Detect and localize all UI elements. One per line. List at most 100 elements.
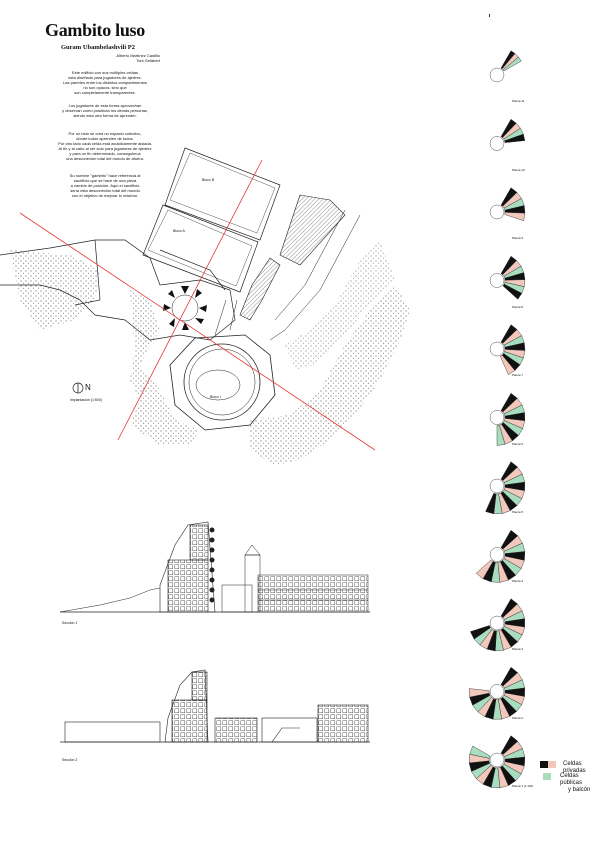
floor-plan-5: [489, 324, 526, 375]
cell: [496, 424, 506, 446]
text-line: Las paredes entre los distintos comparti…: [63, 80, 147, 85]
cell: [504, 212, 526, 221]
core-circle: [489, 273, 505, 288]
authors: Alberto Martínez Castillo Toni Gelabert: [70, 53, 160, 63]
core-circle: [489, 67, 505, 83]
text-line: una desconexión total del mundo de afuer…: [66, 156, 144, 161]
north-arrow: [72, 382, 84, 394]
north-label: N: [85, 383, 91, 392]
rock-terrain: [10, 240, 410, 465]
text-line: sería esta desconexión total del mundo: [70, 188, 140, 193]
description-paragraph-4: Su nombre "gambito" hace referencia al s…: [40, 173, 170, 198]
cell: [475, 559, 494, 580]
page-title: Gambito luso: [45, 20, 145, 40]
floor-plan-label: Planta 9: [512, 236, 524, 240]
legend-public-line-2: y balcón: [568, 787, 591, 793]
core-circle: [489, 136, 505, 151]
floor-plan-7: [485, 461, 525, 515]
core-circle: [489, 684, 505, 699]
hatched-pier-1: [279, 194, 346, 266]
corner-mark: [489, 14, 490, 17]
hatched-pier-2: [239, 257, 281, 321]
description-paragraph-3: Por un lado se crea un espacio colectivo…: [40, 131, 170, 161]
floor-plan-label: Planta 10: [512, 167, 525, 172]
text-line: está diseñado para jugadores de ajedrez.: [68, 75, 142, 80]
cell: [485, 493, 497, 515]
jetty-lines: [214, 209, 361, 341]
floor-plan-10: [468, 666, 526, 720]
floor-plan-1: [489, 50, 522, 83]
text-line: Los jugadores de esta forma aprovechan: [68, 103, 142, 108]
legend-swatch-pink: [548, 761, 556, 768]
text-line: Por un lado se crea un espacio colectivo…: [68, 131, 142, 136]
core-circle: [489, 478, 505, 494]
floor-plan-11: [468, 735, 526, 789]
description-paragraph-2: Los jugadores de esta forma aprovechan y…: [40, 103, 170, 118]
text-line: con el objetivo de mejorar lo máximo.: [71, 193, 139, 198]
author-1: Alberto Martínez Castillo: [116, 53, 160, 58]
floor-plan-label: Planta 1 (1:100): [512, 784, 534, 788]
text-line: y para un fin determinado, conseguimos: [69, 151, 141, 156]
floor-plan-label: Planta 11: [512, 99, 525, 103]
legend-public-label: Celdas públicas y balcón: [560, 773, 600, 794]
cell: [502, 283, 523, 300]
floor-plan-label: Planta 5: [512, 510, 524, 514]
legend-swatch-green: [543, 773, 551, 780]
core-circle: [489, 410, 505, 425]
floor-plan-2: [489, 118, 526, 151]
core-circle: [489, 752, 505, 768]
block-b: [164, 147, 281, 241]
text-line: Al fin y al cabo al ser solo para jugado…: [58, 146, 152, 151]
text-line: son completamente transparentes.: [74, 90, 136, 95]
red-axes: [19, 159, 376, 451]
cell: [468, 688, 490, 698]
tower-plan-spiral: [163, 286, 207, 330]
cell: [502, 56, 522, 72]
floor-plan-3: [489, 187, 526, 221]
text-line: Este edificio con sus múltiples celdas: [71, 70, 139, 75]
core-circle: [489, 615, 505, 631]
floor-plan-label: Planta 8: [512, 304, 524, 309]
cell: [470, 625, 491, 640]
round-building: [169, 334, 276, 431]
block-b-label: Bloco B: [202, 178, 215, 182]
floor-plan-label: Planta 7: [512, 373, 524, 377]
floor-plan-label: Planta 6: [512, 441, 524, 446]
floor-plan-label: Planta 3: [512, 647, 524, 651]
core-circle: [489, 547, 505, 562]
text-line: sacrificio que se hace de una pieza: [73, 178, 137, 183]
section-2: [60, 669, 370, 743]
core-circle: [489, 341, 505, 357]
description-paragraph-1: Este edificio con sus múltiples celdas e…: [40, 70, 170, 95]
text-line: Su nombre "gambito" hace referencia al: [69, 173, 141, 178]
author-2: Toni Gelabert: [136, 58, 160, 63]
scale-label: Implantación (1:500): [70, 398, 102, 402]
legend-public-line-1: Celdas públicas: [560, 773, 583, 786]
section-2-label: Sección 2: [62, 758, 78, 762]
text-line: a cambio de posición. Aquí el sacrificio: [70, 183, 140, 188]
legend-swatch-black: [540, 761, 548, 768]
page-subtitle: Guram Ubambelashvili P2: [60, 44, 136, 51]
floor-plan-4: [489, 255, 526, 300]
site-outline: [0, 239, 236, 341]
cell: [500, 354, 516, 375]
block-i-label: Bloco I: [210, 395, 221, 399]
text-line: y observan como practican los demás pers…: [62, 108, 148, 113]
floor-plan-6: [489, 392, 526, 446]
core-circle: [489, 204, 505, 220]
block-a-label: Bloco A: [173, 229, 185, 233]
text-line: siendo esta otra forma de aprender.: [73, 113, 137, 118]
floor-plan-8: [475, 529, 526, 583]
text-line: no son opacos, sino que: [83, 85, 127, 90]
cell: [504, 133, 526, 143]
section-1: [59, 521, 370, 613]
cell: [469, 745, 491, 759]
text-line: Por otro lado cada celda está acústicame…: [58, 141, 152, 146]
floor-plan-label: Planta 4: [512, 578, 524, 583]
section-1-label: Sección 1: [62, 621, 78, 625]
floor-plan-9: [470, 598, 525, 652]
legend-private-label: Celdas privadas: [563, 761, 586, 774]
text-line: donde todos aprenden de todos.: [76, 136, 134, 141]
